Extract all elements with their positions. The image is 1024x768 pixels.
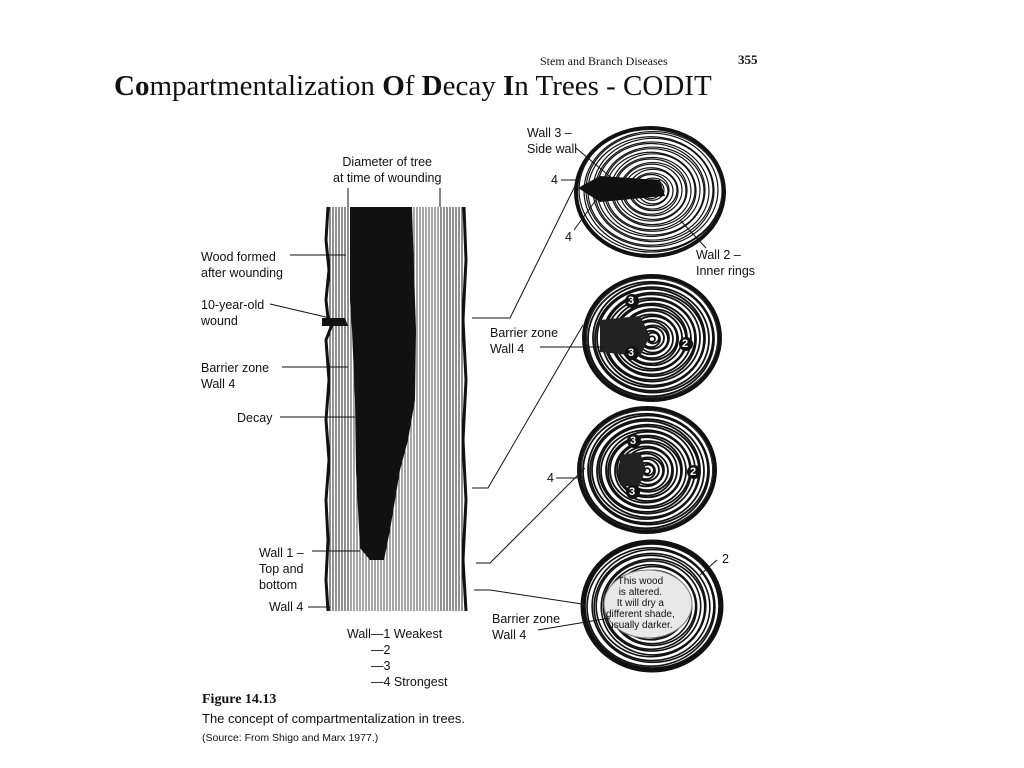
wall-legend-2: —2 — [371, 643, 391, 657]
bark-right — [461, 206, 468, 612]
barrier-zone-label: Barrier zone Wall 4 — [201, 361, 270, 391]
marker-s3-right: 2 — [690, 466, 697, 478]
page-title: Compartmentalization Of Decay In Trees -… — [114, 70, 712, 102]
wound-notch — [322, 318, 348, 326]
wood-formed-label: Wood formed after wounding — [201, 250, 284, 280]
marker-s2-top: 3 — [628, 295, 635, 307]
ring-marker-circles — [625, 294, 701, 499]
header-section: Stem and Branch Diseases — [540, 54, 668, 68]
wall-legend-3: —3 — [371, 659, 391, 673]
section1-four-top: 4 — [551, 173, 558, 187]
barrier-zone-label-2: Barrier zone Wall 4 — [490, 326, 559, 356]
decay-column — [350, 207, 416, 560]
cross-section-1 — [574, 126, 726, 258]
wall4-label: Wall 4 — [269, 600, 304, 614]
stem-longitudinal-section — [322, 188, 468, 612]
marker-s3-top: 3 — [630, 435, 637, 447]
section4-two-label: 2 — [722, 552, 729, 566]
marker-s2-right: 2 — [682, 338, 689, 350]
leader-lines — [269, 147, 718, 631]
wall3-label: Wall 3 – Side wall — [527, 126, 578, 156]
section3-four-label: 4 — [547, 471, 554, 485]
wall-legend-1: Wall—1 Weakest — [347, 627, 443, 641]
marker-s2-bottom: 3 — [628, 347, 635, 359]
section1-four-bottom: 4 — [565, 230, 572, 244]
header-page-number: 355 — [738, 52, 758, 67]
cross-section-4 — [580, 539, 724, 673]
running-header: Stem and Branch Diseases 355 — [540, 52, 780, 69]
wall1-label: Wall 1 – Top and bottom — [259, 546, 304, 592]
marker-s3-bottom: 3 — [629, 486, 636, 498]
wall2-label: Wall 2 – Inner rings — [696, 248, 756, 278]
bark-left — [324, 206, 335, 612]
figure-source: (Source: From Shigo and Marx 1977.) — [202, 732, 379, 744]
barrier-zone-label-3: Barrier zone Wall 4 — [492, 612, 561, 642]
figure-number: Figure 14.13 — [202, 692, 277, 707]
diameter-label: Diameter of tree at time of wounding — [333, 155, 442, 185]
figure-caption: The concept of compartmentalization in t… — [202, 711, 466, 726]
wall-legend-4: —4 Strongest — [371, 675, 448, 689]
altered-wood-note: This wood is altered. It will dry a diff… — [606, 576, 675, 631]
cross-section-2 — [582, 274, 722, 402]
wound-label: 10-year-old wound — [201, 298, 265, 328]
decay-label: Decay — [237, 411, 273, 425]
